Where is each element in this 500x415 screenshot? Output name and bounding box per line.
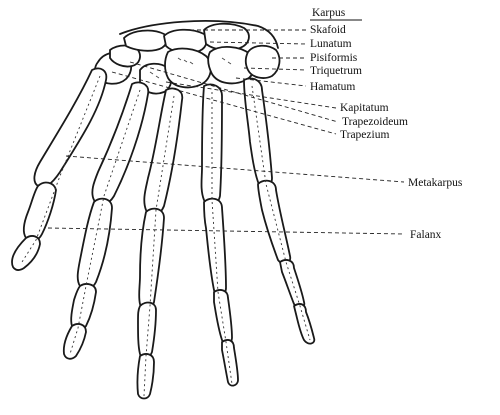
little-middle-phalanx — [280, 260, 304, 308]
carpal-center-bone — [165, 49, 211, 88]
index-middle-phalanx — [71, 284, 96, 331]
middle-middle-phalanx — [138, 303, 156, 358]
thumb-distal-phalanx — [12, 236, 40, 270]
ring-proximal-phalanx — [204, 199, 226, 295]
label-lunatum: Lunatum — [310, 38, 352, 50]
skafoid-bone — [124, 31, 167, 51]
little-proximal-phalanx — [258, 181, 290, 264]
middle-metacarpal — [144, 88, 182, 214]
label-trapezoideum: Trapezoideum — [342, 116, 408, 128]
middle-proximal-phalanx — [139, 209, 164, 309]
label-karpus: Karpus — [312, 7, 346, 19]
label-triquetrum: Triquetrum — [310, 65, 362, 77]
labels: Karpus Skafoid Lunatum Pisiformis Trique… — [310, 7, 463, 241]
label-falanx: Falanx — [410, 229, 442, 241]
middle-finger — [137, 88, 182, 398]
little-finger — [244, 78, 314, 343]
pisiformis-bone — [246, 46, 280, 78]
label-metakarpus: Metakarpus — [408, 177, 463, 189]
label-pisiformis: Pisiformis — [310, 52, 358, 64]
index-metacarpal — [92, 82, 148, 204]
thumb-proximal-phalanx — [24, 183, 56, 242]
ring-finger — [202, 84, 239, 385]
ring-middle-phalanx — [214, 290, 232, 344]
ring-distal-phalanx — [222, 340, 238, 386]
label-trapezium: Trapezium — [340, 129, 389, 141]
little-distal-phalanx — [294, 304, 314, 344]
index-distal-phalanx — [64, 324, 86, 359]
label-skafoid: Skafoid — [310, 24, 346, 36]
label-hamatum: Hamatum — [310, 81, 355, 93]
label-kapitatum: Kapitatum — [340, 102, 389, 114]
